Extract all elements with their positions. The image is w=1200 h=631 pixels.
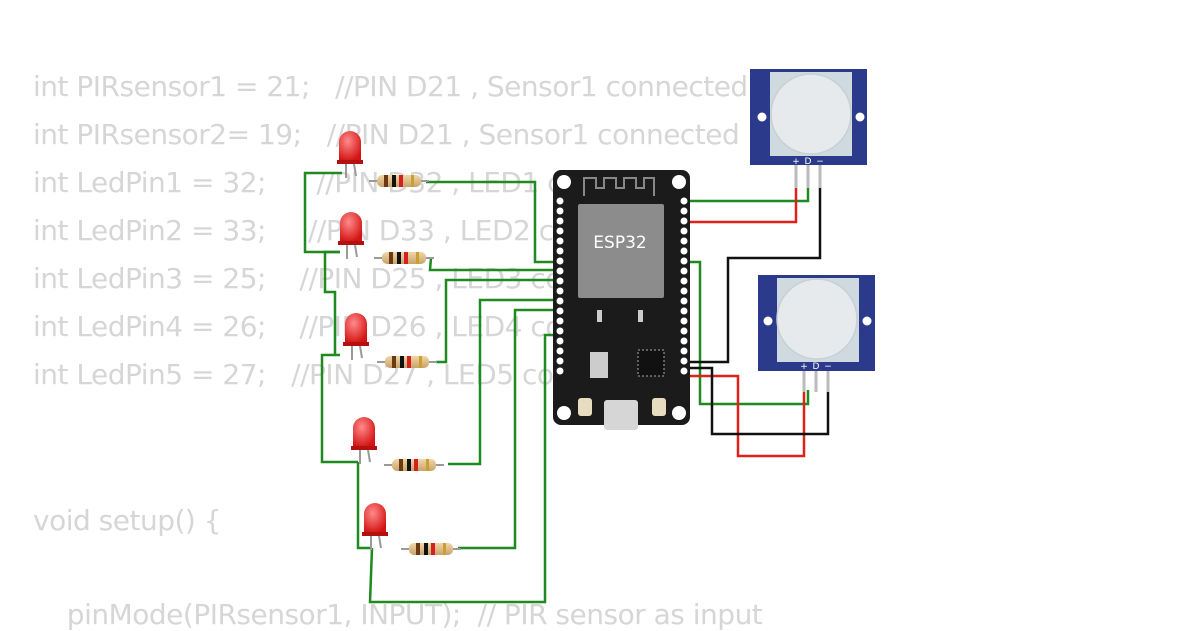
led-1 (336, 130, 364, 179)
code-line: int PIRsensor1 = 21; //PIN D21 , Sensor1… (33, 70, 748, 103)
pir-sensor-1: + D − (750, 69, 867, 188)
pir-sensor-2: + D − (758, 275, 875, 392)
resistor-4 (383, 458, 445, 472)
wire-pir2-vcc (686, 374, 806, 458)
esp32-label: ESP32 (593, 233, 646, 253)
code-line: pinMode(PIRsensor1, INPUT); // PIR senso… (50, 598, 763, 631)
wire-led3-gnd (320, 353, 358, 464)
resistor-2 (373, 251, 435, 265)
pir2-data-label: D (813, 362, 820, 372)
wire-pir1-gnd (686, 188, 822, 364)
wire-led5-pin (458, 308, 560, 550)
pir2-plus-label: + (800, 362, 808, 372)
pir1-minus-label: − (816, 157, 824, 167)
led-5 (361, 502, 389, 551)
wire-pir1-vcc (686, 188, 798, 224)
wire-led1-gnd (303, 171, 342, 254)
wire-led4-gnd (356, 462, 372, 550)
resistor-5 (400, 542, 462, 556)
resistor-3 (376, 355, 438, 369)
wire-led3-pin (436, 278, 560, 364)
resistor-1 (368, 174, 430, 188)
pir1-data-label: D (805, 157, 812, 167)
code-line: void setup() { (33, 504, 222, 537)
wire-led4-pin (448, 298, 560, 466)
pir1-plus-label: + (792, 157, 800, 167)
wire-led1-pin (426, 180, 560, 264)
wire-pir2-data (686, 260, 810, 406)
pir2-minus-label: − (824, 362, 832, 372)
led-2 (337, 211, 365, 260)
wire-led2-pin (428, 257, 560, 272)
led-4 (350, 416, 378, 465)
wire-pir2-gnd (686, 366, 830, 436)
wire-pir1-data (690, 188, 810, 203)
wire-led2-gnd (323, 250, 340, 355)
wire-gnd-board (368, 333, 560, 604)
led-3 (342, 312, 370, 361)
esp32-board: ESP32 (553, 170, 690, 430)
code-line: int PIRsensor2= 19; //PIN D21 , Sensor1 … (33, 118, 740, 151)
